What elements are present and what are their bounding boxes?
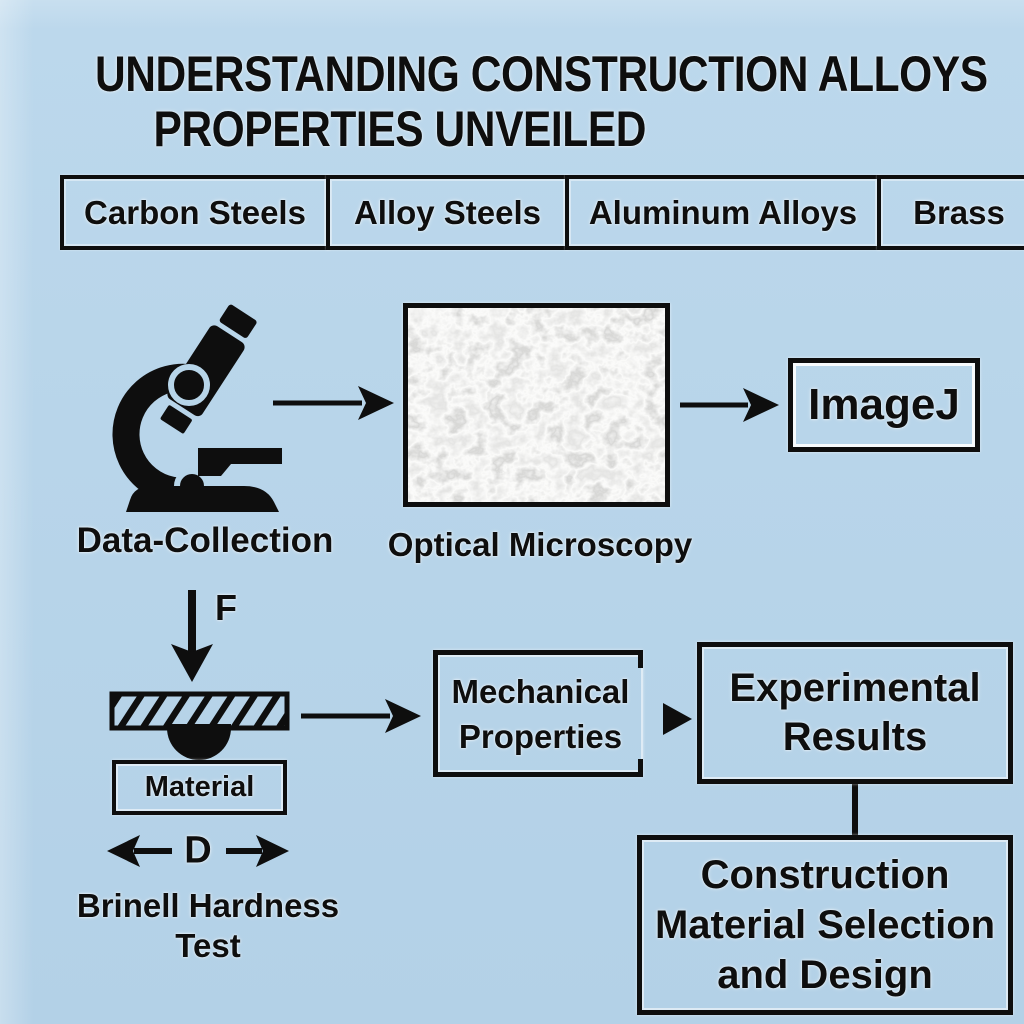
- mechanical-properties-line2: Properties: [458, 717, 623, 755]
- microscope-nosepiece: [160, 405, 192, 434]
- experimental-results-line2: Results: [782, 715, 928, 759]
- alloy-cell-alloy-steels: Alloy Steels: [326, 175, 569, 250]
- brinell-caption-line1: Brinell Hardness: [76, 887, 340, 924]
- microscope-knob-bottom: [174, 468, 210, 504]
- diameter-label: D: [184, 829, 212, 872]
- alloy-cell-label: Aluminum Alloys: [588, 193, 858, 231]
- microscope-stage: [198, 448, 282, 476]
- arrow-micrograph-to-imagej-icon: [680, 388, 779, 422]
- alloy-cell-aluminum-alloys: Aluminum Alloys: [565, 175, 881, 250]
- microscope-eyepiece: [219, 304, 257, 338]
- brinell-caption-line2: Test: [175, 927, 241, 964]
- microscope-icon: [112, 304, 282, 512]
- alloy-cell-brass: Brass: [877, 175, 1024, 250]
- force-down-arrow-icon: [171, 590, 213, 682]
- force-label: F: [215, 587, 237, 628]
- brinell-caption: Brinell Hardness Test: [77, 886, 339, 966]
- microscope-base: [126, 486, 279, 512]
- construction-selection-line3: and Design: [717, 953, 933, 997]
- alloy-cell-label: Alloy Steels: [353, 193, 542, 231]
- ball-indenter-icon: [167, 724, 231, 760]
- optical-micrograph-image: [403, 303, 670, 507]
- grain-texture-image: [408, 308, 665, 502]
- construction-selection-line2: Material Selection: [654, 903, 996, 947]
- imagej-label: ImageJ: [808, 380, 960, 429]
- experimental-results-line1: Experimental: [729, 666, 981, 710]
- optical-microscopy-label: Optical Microscopy: [387, 526, 693, 563]
- arrow-test-to-mechanical-icon: [301, 699, 421, 733]
- mechanical-properties-line1: Mechanical: [451, 672, 630, 710]
- alloy-cell-label: Carbon Steels: [84, 193, 306, 231]
- page-title-line2: PROPERTIES UNVEILED: [153, 101, 647, 157]
- arrow-microscope-to-micrograph-icon: [273, 386, 394, 420]
- experimental-results-box: Experimental Results: [697, 642, 1013, 784]
- material-label: Material: [144, 771, 255, 803]
- indenter-plate-icon: [109, 691, 290, 731]
- alloy-cell-label: Brass: [913, 193, 1005, 231]
- microscope-arm: [112, 363, 209, 505]
- arrow-mechanical-to-experimental-icon: [663, 703, 692, 735]
- microscope-tube: [167, 325, 245, 417]
- alloy-category-table: Carbon Steels Alloy Steels Aluminum Allo…: [60, 175, 1024, 250]
- material-box: Material: [112, 760, 287, 815]
- construction-selection-box: Construction Material Selection and Desi…: [637, 835, 1013, 1015]
- page-title-line1: UNDERSTANDING CONSTRUCTION ALLOYS: [95, 46, 988, 102]
- alloy-cell-carbon-steels: Carbon Steels: [60, 175, 330, 250]
- data-collection-label: Data-Collection: [76, 521, 334, 560]
- construction-selection-line1: Construction: [700, 853, 950, 897]
- mechanical-properties-box: Mechanical Properties: [433, 650, 643, 777]
- imagej-box: ImageJ: [788, 358, 980, 452]
- microscope-knob-top: [168, 364, 210, 406]
